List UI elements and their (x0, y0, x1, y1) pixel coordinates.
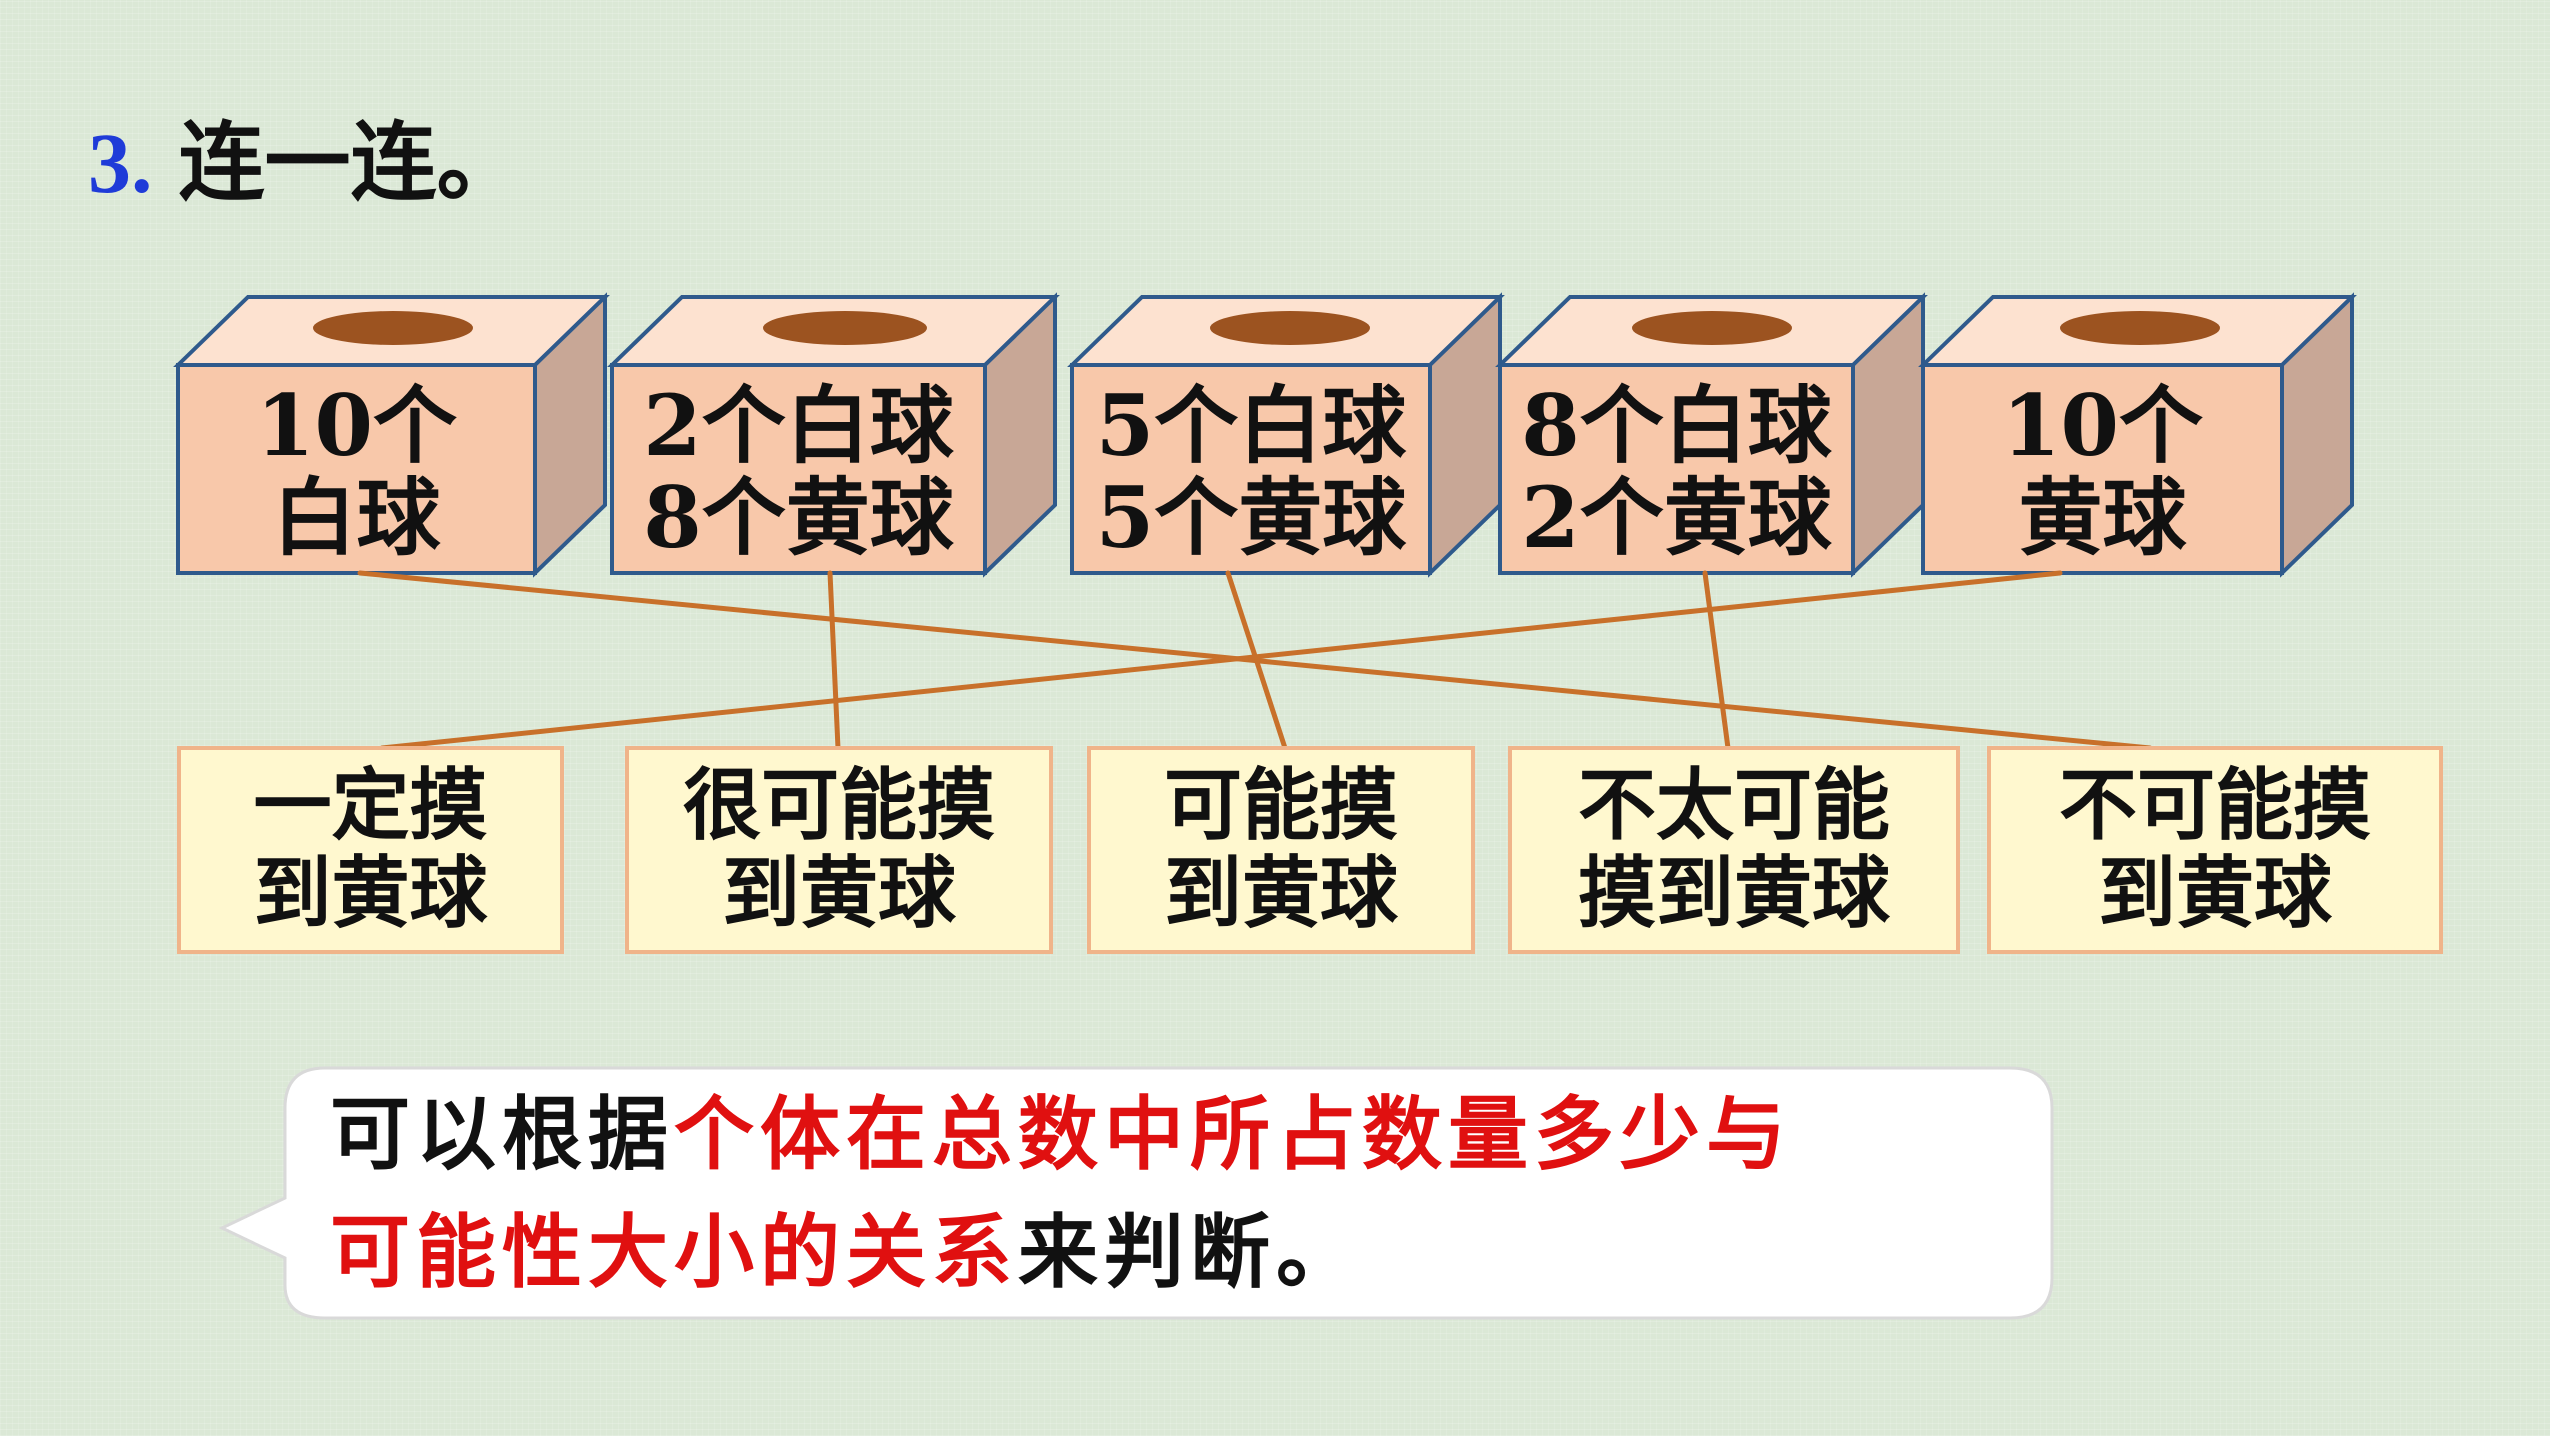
callout-highlight-1: 个体在总数中所占数量多少与 (674, 1087, 1792, 1181)
option-1-card[interactable]: 一定摸 到黄球 (177, 746, 564, 954)
option-3-card[interactable]: 可能摸 到黄球 (1087, 746, 1475, 954)
callout-text: 可以根据个体在总数中所占数量多少与可能性大小的关系来判断。 (330, 1075, 2030, 1311)
box-3-label: 5个白球 5个黄球 (1072, 380, 1430, 564)
box-5-line1: 10个 (2002, 376, 2203, 475)
option-4-line1: 不太可能 (1577, 760, 1890, 851)
option-4-line2: 摸到黄球 (1577, 848, 1890, 939)
box-1-label: 10个 白球 (178, 380, 535, 564)
exercise-heading: 3.连一连。 (88, 120, 523, 207)
exercise-instruction: 连一连。 (178, 112, 523, 213)
box-hole (1210, 311, 1370, 345)
line-box5-to-option1 (379, 570, 2063, 751)
box-1-line2: 白球 (272, 468, 441, 567)
box-hole (1632, 311, 1792, 345)
option-2-card[interactable]: 很可能摸 到黄球 (625, 746, 1053, 954)
box-5 (1918, 292, 2357, 578)
option-1-line2: 到黄球 (253, 848, 488, 939)
box-3-line2: 5个黄球 (1095, 468, 1407, 567)
callout-highlight-2: 可能性大小的关系 (330, 1205, 1018, 1299)
box-2-label: 2个白球 8个黄球 (612, 380, 985, 564)
box-hole (2060, 311, 2220, 345)
box-hole (763, 311, 927, 345)
box-4-line2: 2个黄球 (1521, 468, 1832, 567)
box-3 (1067, 292, 1505, 578)
box-3-line1: 5个白球 (1095, 376, 1407, 475)
box-4-line1: 8个白球 (1521, 376, 1832, 475)
box-5-line2: 黄球 (2018, 468, 2187, 567)
option-5-line2: 到黄球 (2097, 848, 2332, 939)
line-box4-to-option4 (1702, 570, 1731, 751)
box-4 (1495, 292, 1928, 578)
callout-bubble (218, 1066, 2054, 1320)
option-5-line1: 不可能摸 (2058, 760, 2371, 851)
callout-part4: 来判断。 (1018, 1205, 1362, 1299)
box-2 (607, 292, 1060, 578)
box-5-label: 10个 黄球 (1923, 380, 2282, 564)
exercise-number: 3. (88, 115, 153, 211)
option-1-line1: 一定摸 (253, 760, 488, 851)
option-3-line2: 到黄球 (1163, 848, 1398, 939)
option-2-line2: 到黄球 (721, 848, 956, 939)
option-5-card[interactable]: 不可能摸 到黄球 (1987, 746, 2443, 954)
box-1-line1: 10个 (256, 376, 457, 475)
callout-part1: 可以根据 (330, 1087, 674, 1181)
option-4-card[interactable]: 不太可能 摸到黄球 (1508, 746, 1960, 954)
box-1 (173, 292, 610, 578)
box-2-line2: 8个黄球 (643, 468, 954, 567)
option-2-line1: 很可能摸 (682, 760, 995, 851)
connection-lines (357, 570, 2153, 751)
box-2-line1: 2个白球 (643, 376, 954, 475)
line-box2-to-option2 (827, 570, 841, 751)
box-4-label: 8个白球 2个黄球 (1500, 380, 1853, 564)
option-3-line1: 可能摸 (1163, 760, 1398, 851)
box-hole (313, 311, 473, 345)
line-box3-to-option3 (1225, 570, 1288, 751)
